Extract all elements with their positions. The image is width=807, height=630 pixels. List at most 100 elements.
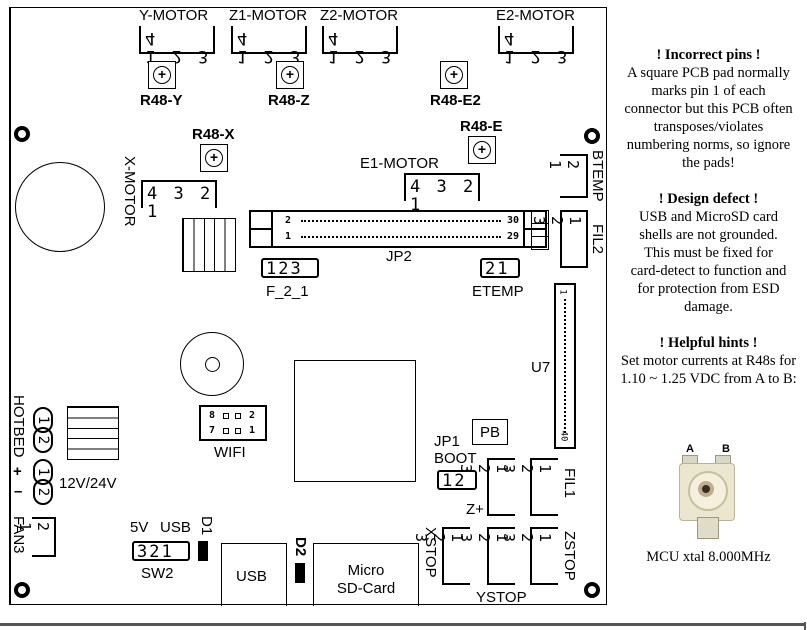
fil2-label: FIL2 xyxy=(589,224,606,255)
pot-adjust-icon: + xyxy=(153,66,171,84)
sdcard-line2: SD-Card xyxy=(336,580,396,597)
jp2-pin-2: 2 xyxy=(285,215,292,226)
wifi-pin-8: 8 xyxy=(209,410,216,421)
page-divider-edge xyxy=(804,622,806,630)
trimpot-shaft-center xyxy=(702,485,710,493)
y-motor-label: Y-MOTOR xyxy=(139,7,209,24)
jp2-pin-row xyxy=(301,236,501,239)
label-a: A xyxy=(686,443,694,455)
sw2-usb-label: USB xyxy=(160,519,191,536)
helpful-hints-body: Set motor currents at R48s for 1.10 ~ 1.… xyxy=(620,353,797,387)
power-voltage-label: 12V/24V xyxy=(59,475,117,492)
board-top-edge xyxy=(9,7,607,8)
mounting-hole-icon xyxy=(584,582,600,598)
wifi-pin-1: 1 xyxy=(249,425,256,436)
fil2-connector: 1 2 3 xyxy=(530,210,588,268)
e2-motor-label: E2-MOTOR xyxy=(496,7,575,24)
hotbed-pin-2: 2 xyxy=(33,427,53,453)
zplus-label: Z+ xyxy=(466,501,484,518)
xstop-connector: 1 2 3 xyxy=(412,527,470,585)
jp2-pin-row xyxy=(301,220,501,223)
wifi-pad xyxy=(223,413,229,419)
pcb-board-outline xyxy=(9,7,607,605)
btemp-connector: 2 1 xyxy=(546,154,588,198)
microsd-slot: Micro SD-Card xyxy=(313,543,419,606)
r48-z-potentiometer: + xyxy=(276,61,304,89)
z2-motor-connector: 1 2 3 4 xyxy=(322,26,398,66)
jp2-pin-1: 1 xyxy=(285,231,292,242)
jp2-latch-left xyxy=(251,212,273,246)
u7-header: 1 40 xyxy=(554,283,576,449)
r48-e-label: R48-E xyxy=(460,118,503,135)
buzzer-footprint xyxy=(180,332,244,396)
jp2-latch-right xyxy=(523,212,545,246)
x-motor-connector: 4 3 2 1 xyxy=(141,180,217,221)
hotbed-mosfet xyxy=(67,406,119,460)
jp1-boot-label: BOOT xyxy=(434,450,477,467)
sw2-5v-label: 5V xyxy=(130,519,149,536)
wifi-label: WIFI xyxy=(214,444,246,461)
incorrect-pins-title: ! Incorrect pins ! xyxy=(656,47,761,63)
zplus-connector: 1 2 3 xyxy=(457,458,515,516)
jp2-latch-extension xyxy=(531,210,549,250)
e1-motor-label: E1-MOTOR xyxy=(360,155,439,172)
jp2-header: 2 1 30 29 xyxy=(249,210,547,248)
jp2-pin-29: 29 xyxy=(506,231,519,242)
d1-label: D1 xyxy=(198,516,215,536)
d2-label: D2 xyxy=(292,537,309,557)
r48-e2-label: R48-E2 xyxy=(430,92,481,109)
r48-e2-potentiometer: + xyxy=(440,61,468,89)
fil1-connector: 1 2 3 xyxy=(500,458,558,516)
design-defect-body: USB and MicroSD card shells are not grou… xyxy=(630,209,787,315)
power-pin-2: 2 xyxy=(33,479,53,505)
wifi-pad xyxy=(223,428,229,434)
pb-label: PB xyxy=(480,424,501,441)
u7-pin-row xyxy=(564,299,567,433)
ystop-connector: 1 2 3 xyxy=(457,527,515,585)
f21-connector: 123 xyxy=(261,258,319,278)
u7-pin-40: 40 xyxy=(558,430,569,442)
power-minus-label: – xyxy=(14,483,23,500)
r48-y-potentiometer: + xyxy=(148,61,176,89)
buzzer-center xyxy=(205,357,220,372)
fil1-label: FIL1 xyxy=(561,468,578,499)
zstop-connector: 1 2 3 xyxy=(500,527,558,585)
jp2-latch-divider xyxy=(251,228,271,230)
etemp-connector: 21 xyxy=(480,258,520,278)
wifi-pad xyxy=(235,413,241,419)
trimpot-leg-bottom xyxy=(697,517,719,539)
wifi-pin-2: 2 xyxy=(249,410,256,421)
u7-label: U7 xyxy=(531,359,551,376)
jp1-boot-jumper: 12 xyxy=(437,470,477,490)
mounting-hole-icon xyxy=(584,128,600,144)
y-motor-connector: 1 2 3 4 xyxy=(139,26,215,66)
etemp-label: ETEMP xyxy=(472,283,524,300)
mounting-hole-icon xyxy=(14,582,30,598)
incorrect-pins-body: A square PCB pad normally marks pin 1 of… xyxy=(624,65,793,171)
hotbed-label: HOTBED xyxy=(10,395,27,458)
r48-y-label: R48-Y xyxy=(140,92,183,109)
mcu-xtal-note: MCU xtal 8.000MHz xyxy=(646,549,771,565)
fan3-connector: 2 1 xyxy=(16,517,56,557)
ystop-label: YSTOP xyxy=(476,589,527,606)
u7-pin-1: 1 xyxy=(557,289,568,295)
capacitor-footprint xyxy=(15,162,105,252)
mcu-chip xyxy=(294,360,416,482)
power-plus-label: + xyxy=(13,463,22,480)
mosfet-heatsink xyxy=(182,218,236,272)
design-defect-title: ! Design defect ! xyxy=(658,191,759,207)
trimpot-photo xyxy=(679,455,735,539)
sw2-switch: 321 xyxy=(132,541,190,561)
pot-adjust-icon: + xyxy=(445,66,463,84)
wifi-pin-7: 7 xyxy=(209,425,216,436)
z1-motor-connector: 1 2 3 4 xyxy=(231,26,307,66)
wifi-pad xyxy=(235,428,241,434)
jp2-pin-30: 30 xyxy=(506,215,519,226)
wifi-header: 8 2 7 1 xyxy=(199,405,267,441)
r48-x-potentiometer: + xyxy=(200,144,228,172)
pot-adjust-icon: + xyxy=(205,149,223,167)
mounting-hole-icon xyxy=(14,126,30,142)
pot-adjust-icon: + xyxy=(281,66,299,84)
pot-adjust-icon: + xyxy=(473,141,491,159)
jp2-label: JP2 xyxy=(384,248,414,265)
